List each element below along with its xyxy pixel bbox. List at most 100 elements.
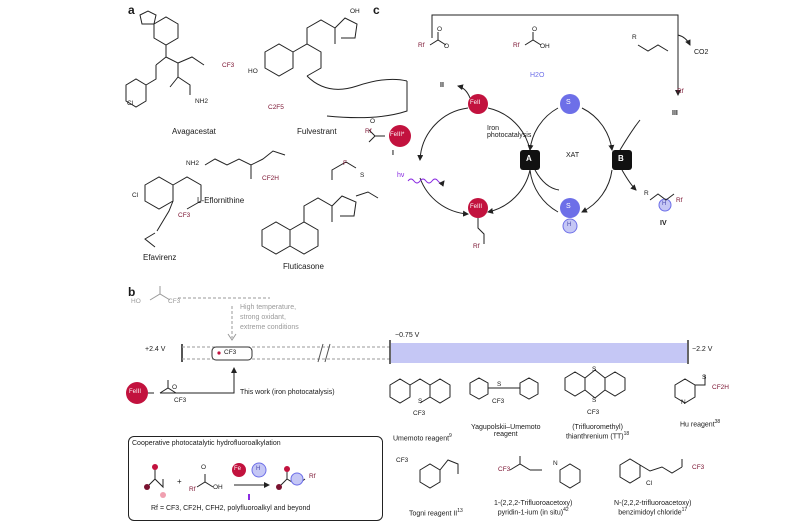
fulvestrant-label: Fulvestrant [297,127,337,136]
callout-box: Cooperative photocatalytic hydrofluoroal… [128,436,383,521]
reagent-imidoyl-cl: Cl [646,480,653,487]
avagacestat-nh2: NH2 [195,98,209,105]
cycle-h2o: H2O [530,72,545,79]
cycle-fe-iii-rf: Rf [473,243,480,250]
fe-iii-star-circle [389,125,411,147]
fe-ii-circle [468,94,488,114]
efavirenz-cf3: CF3 [178,212,191,219]
callout-hat: H [256,466,261,472]
cycle-fe-ii-label: FeII [470,100,481,106]
scale-conditions: High temperature, strong oxidant, extrem… [240,304,299,331]
reagent-name-umemoto: Umemoto reagent9 [393,433,452,443]
cycle-hv: hν [397,172,405,179]
s-h-h-circle [562,218,578,234]
avagacestat-cf3: CF3 [222,62,235,69]
eflornithine-cf2h: CF2H [262,175,279,182]
reagent-tt-s-top: S [592,366,597,373]
fulvestrant-c2f5: C2F5 [268,104,284,111]
s-radical-circle [560,94,580,114]
cycle-iv-rf: Rf [676,197,683,204]
cycle-iron-photocatalysis: Iron photocatalysis [487,125,532,139]
fulvestrant-ho: HO [248,68,258,75]
callout-scope: Rf = CF3, CF2H, CFH2, polyfluoroalkyl an… [151,505,311,512]
reagent-imidoyl-cf3: CF3 [692,464,705,471]
reagent-pyridinium-cf3: CF3 [498,466,511,473]
cycle-ii-o2: O [444,43,450,50]
scale-acid-ho: HO [131,298,141,305]
scale-mid-value: −0.75 V [395,332,420,339]
cycle-node-a: A [526,154,532,163]
eflornithine-label: L-Eflornithine [197,196,245,205]
reagent-umemoto-s: S [418,398,423,405]
cycle-acid-rf: Rf [513,42,520,49]
cycle-rf-radical: Rf [677,88,684,95]
reagent-yagupolskii-s: S [497,381,502,388]
callout-scheme [144,462,306,500]
avagacestat-label: Avagacestat [172,127,216,136]
efavirenz-cl: Cl [132,192,139,199]
cycle-s-label: S [566,203,571,210]
fluticasone-label: Fluticasone [283,262,324,271]
reagent-umemoto-cf3: CF3 [413,410,426,417]
cycle-co2: CO2 [694,49,709,56]
cycle-label-iv: IV [660,220,667,227]
cycle-i-rf: Rf [365,128,372,135]
reagent-name-hu: Hu reagent38 [680,419,721,429]
node-a-box [520,150,540,170]
reagent-name-yagupolskii: Yagupolskii–Umemoto reagent [471,424,541,438]
fe-iii-circle [468,198,488,218]
callout-title: Cooperative photocatalytic hydrofluoroal… [132,440,281,447]
avagacestat-cl: Cl [127,100,134,107]
cycle-ii-rf: Rf [418,42,425,49]
cycle-i-o: O [370,118,376,125]
scale-bar-fill [391,343,687,363]
reagent-name-imidoyl: N-(2,2,2-trifluoroacetoxy) benzimidoyl c… [614,500,692,517]
reagent-togni-cf3: CF3 [396,457,409,464]
reagent-pyridinium-n: N [553,460,558,467]
scale-acid-cf3: CF3 [168,298,181,305]
reagent-name-pyridinium: 1-(2,2,2-Trifluoroacetoxy) pyridin-1-ium… [494,500,573,517]
reagent-hu-s: S [702,374,707,381]
node-b-box [612,150,632,170]
cycle-acid-o: O [532,26,538,33]
panel-label-a: a [128,3,135,17]
efavirenz-label: Efavirenz [143,253,177,262]
s-h-circle [560,198,580,218]
reagent-tt-cf3: CF3 [587,409,600,416]
cycle-h-label: H [567,222,572,228]
cycle-acid-oh: OH [540,43,550,50]
reagent-yagupolskii-cf3: CF3 [492,398,505,405]
scale-this-work: This work (iron photocatalysis) [240,389,335,396]
eflornithine-nh2: NH2 [186,160,200,167]
scale-fe-cf3: CF3 [174,397,187,404]
callout-product-rf: Rf [309,473,316,480]
callout-acid-oh: OH [213,484,223,491]
cycle-ii-o: O [437,26,443,33]
cycle-alkene-r: R [632,34,637,41]
cycle-fe-iii-label: FeIII [470,204,483,210]
cycle-label-iii: III [672,110,678,117]
cycle-node-b: B [618,154,624,163]
callout-plus: + [177,477,182,486]
callout-acid-o: O [201,464,207,471]
panel-label-b: b [128,285,136,299]
cycle-s-radical-label: S [566,99,571,106]
fulvestrant-oh: OH [350,8,360,15]
scale-radical-label: CF3 [224,349,237,356]
reagent-hu-cf2h: CF2H [712,384,729,391]
cycle-xat: XAT [566,152,580,159]
fluticasone-s: S [360,172,365,179]
cycle-label-i: I [392,150,394,157]
reagent-hu-n: N [681,399,686,406]
scale-fe-o: O [172,384,178,391]
scale-fe-label: FeIII [129,389,142,395]
cycle-iv-h: H [662,201,667,207]
fluticasone-f: F [343,160,347,167]
cycle-label-ii: II [440,82,444,89]
callout-acid-rf: Rf [189,486,196,493]
scale-left-value: +2.4 V [145,346,166,353]
reagent-name-tt: (Trifluoromethyl) thianthrenium (TT)18 [566,424,630,441]
